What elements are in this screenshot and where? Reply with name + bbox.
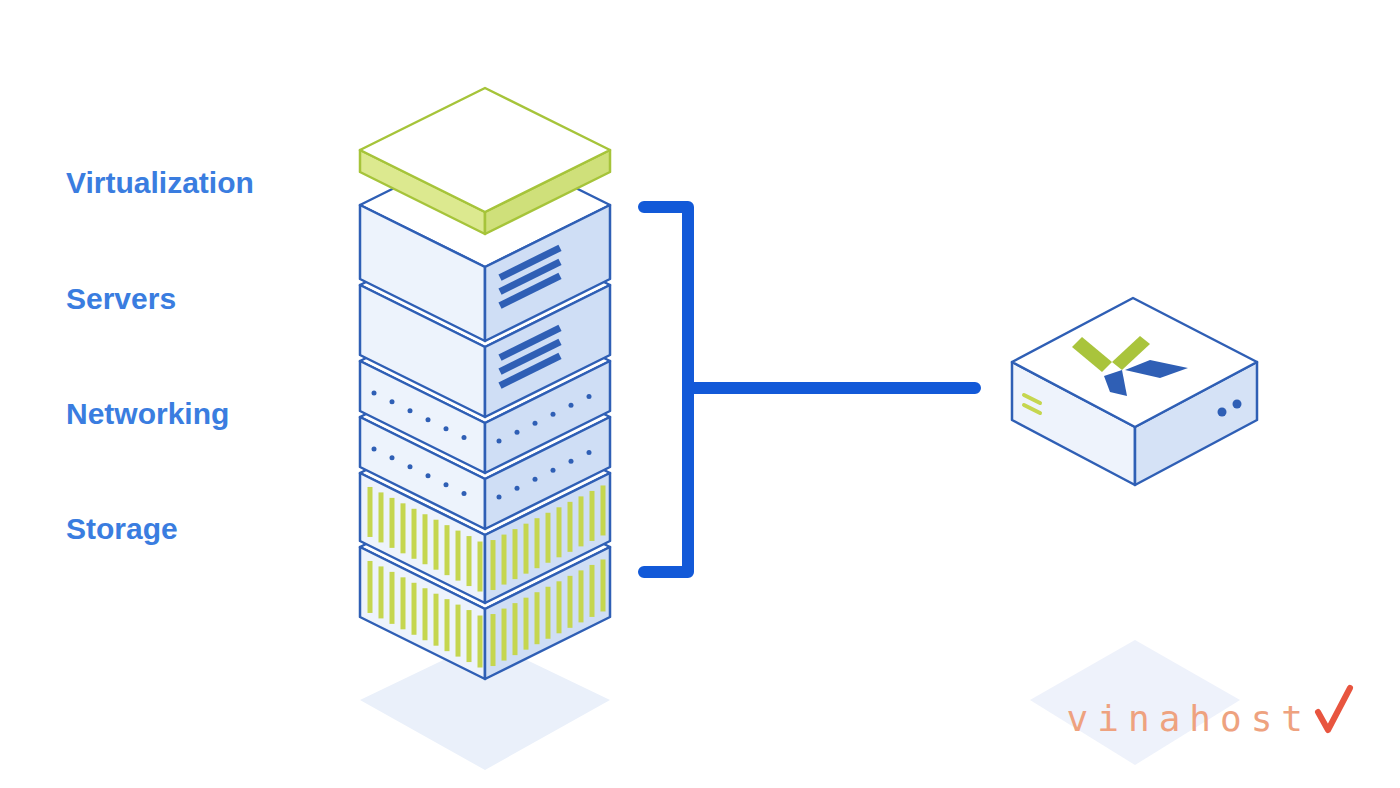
appliance-box [1012, 298, 1257, 485]
virtualization-block [360, 88, 610, 234]
watermark: vinahost [1067, 698, 1312, 739]
layer-label: Servers [66, 282, 176, 316]
layer-label: Storage [66, 512, 178, 546]
watermark-check [1318, 688, 1350, 730]
layer-label: Networking [66, 397, 229, 431]
server-stack [360, 88, 610, 679]
bracket-connector [644, 207, 975, 572]
layer-label: Virtualization [66, 166, 254, 200]
